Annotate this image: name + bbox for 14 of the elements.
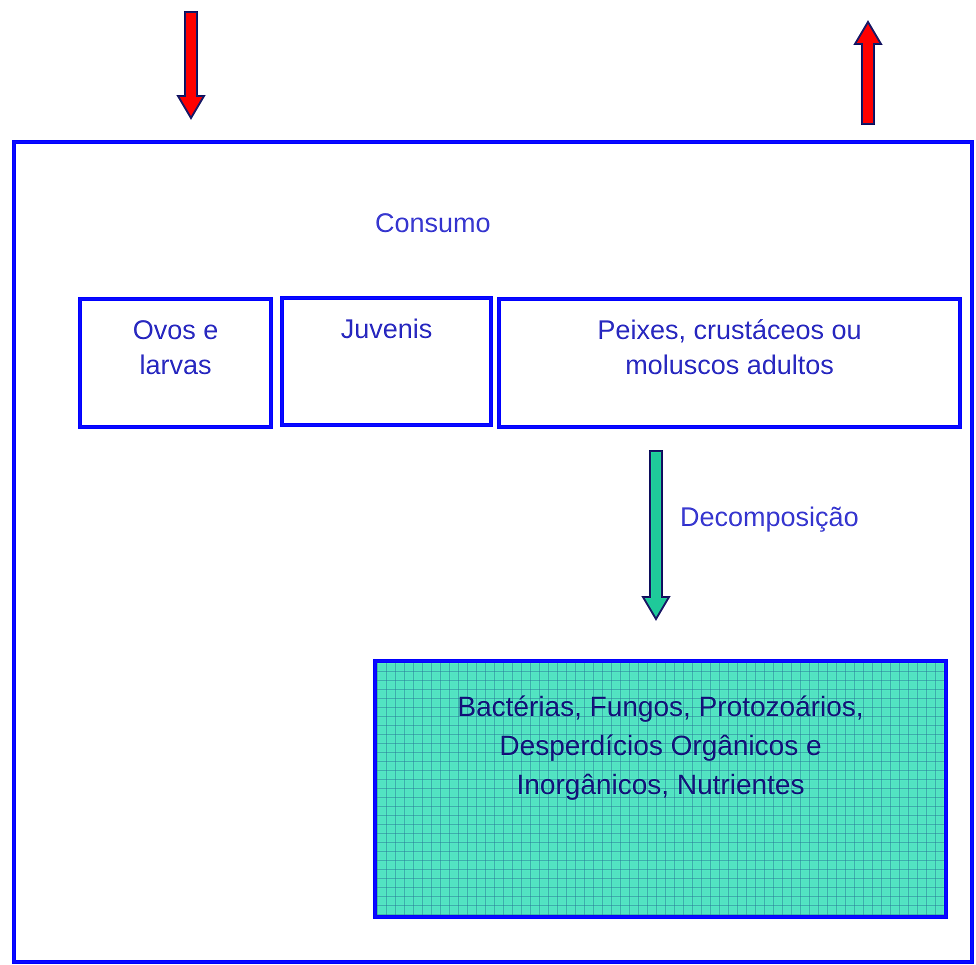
edge-label: Decomposição	[680, 502, 859, 533]
group-box	[280, 296, 493, 427]
group-box	[373, 659, 948, 919]
arrow	[176, 11, 206, 120]
label-text: Consumo	[375, 208, 491, 239]
group-box	[78, 297, 273, 429]
group-box	[497, 297, 962, 429]
system-boundary-box	[12, 140, 974, 964]
node-text: Peixes, crustáceos ou moluscos adultos	[596, 314, 863, 382]
node-text: Juvenis	[340, 313, 432, 346]
arrow	[641, 450, 671, 621]
node-text: Ovos e larvas	[132, 314, 220, 382]
node-text: Bactérias, Fungos, Protozoários, Desperdícios Orgânicos e Inorgânicos, Nutrientes	[456, 690, 865, 802]
arrow	[853, 20, 883, 125]
